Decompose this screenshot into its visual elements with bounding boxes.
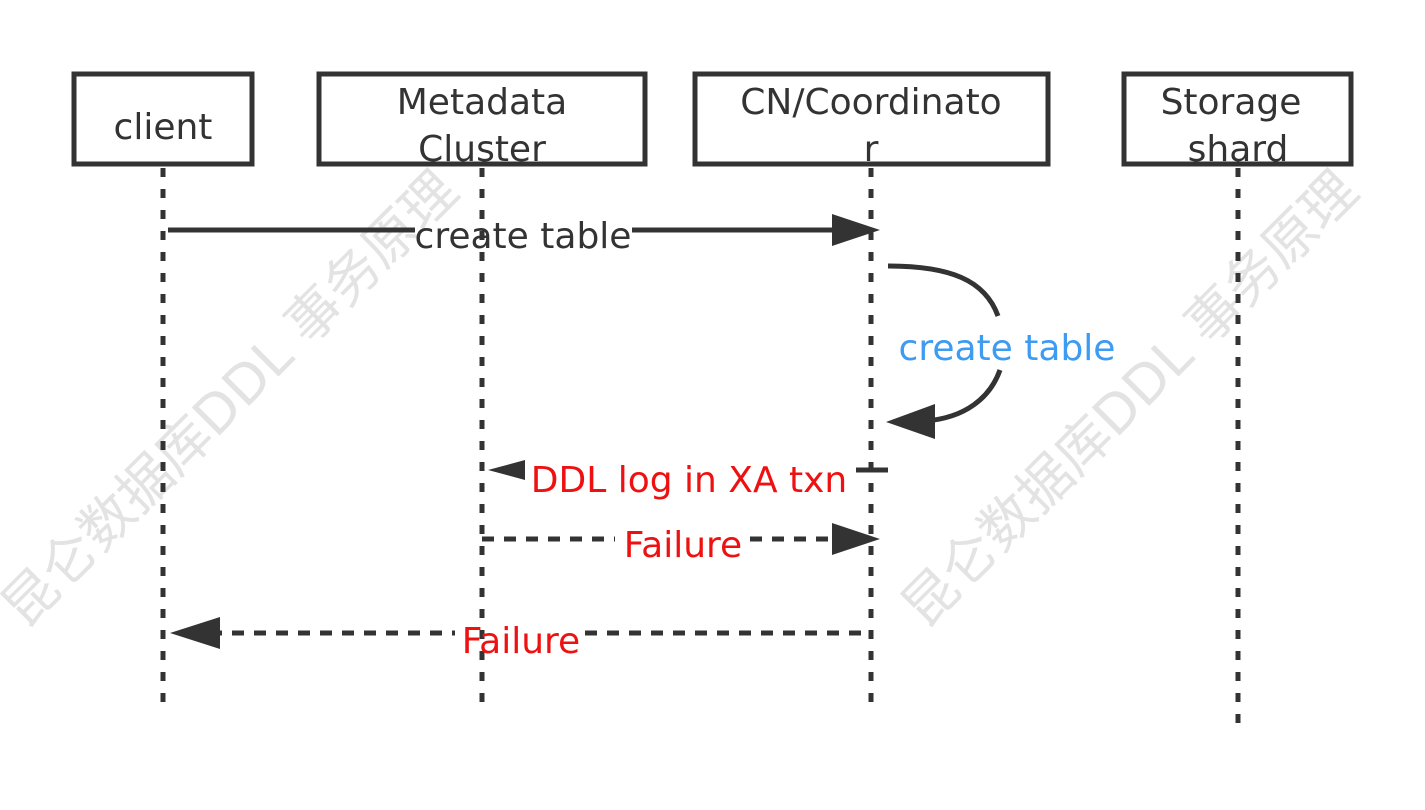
arrowhead-right [832, 214, 880, 246]
participant-label-line: Cluster [418, 129, 546, 170]
arrowhead-left [170, 617, 220, 649]
participant-cn-coordinator: CN/Coordinato r [692, 71, 1051, 170]
participant-label-line: shard [1188, 129, 1289, 170]
participant-label-line: Metadata [397, 82, 567, 123]
message-create-table-self: create table [886, 263, 1116, 439]
participant-metadata-cluster: Metadata Cluster [316, 71, 648, 170]
message-label: create table [415, 216, 632, 257]
watermark-text: 昆仑数据库DDL 事务原理 [890, 159, 1370, 639]
watermark-right: 昆仑数据库DDL 事务原理 [890, 159, 1370, 639]
message-create-table-request: create table [168, 214, 880, 257]
participant-label-line: Storage [1161, 82, 1302, 123]
arrowhead-right [832, 523, 880, 555]
participant-label-line: r [864, 129, 879, 170]
message-ddl-log: DDL log in XA txn [488, 460, 888, 501]
message-label: create table [899, 328, 1116, 369]
participant-storage-shard: Storage shard [1121, 71, 1354, 170]
message-failure-metadata: Failure [482, 523, 880, 566]
message-label: Failure [462, 621, 580, 662]
arrowhead-left [886, 404, 935, 439]
participant-label-line: CN/Coordinato [740, 82, 1001, 123]
message-label: Failure [624, 525, 742, 566]
participant-client: client [71, 71, 255, 167]
participant-label-line: client [114, 107, 213, 148]
message-failure-client: Failure [170, 617, 871, 662]
arrowhead-left [488, 460, 525, 480]
message-label: DDL log in XA txn [531, 460, 848, 501]
